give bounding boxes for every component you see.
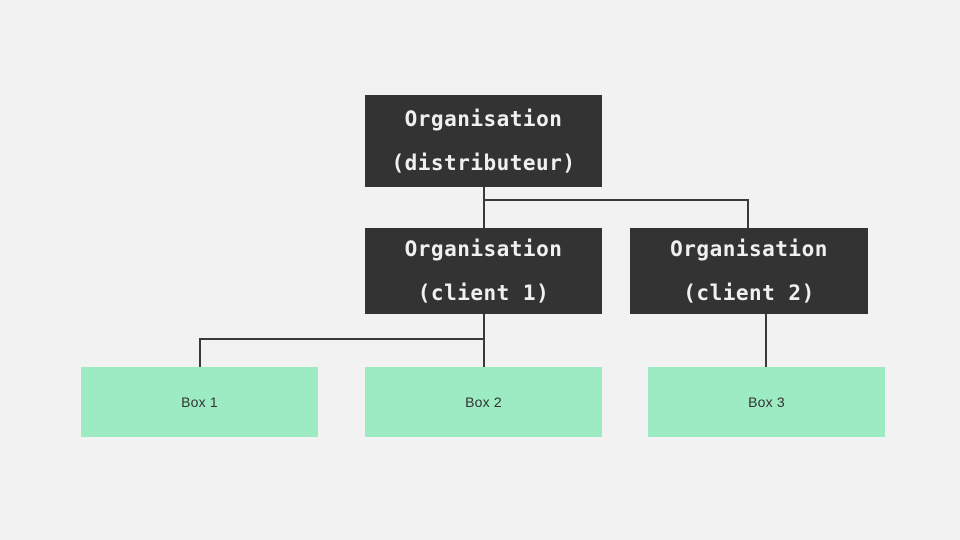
node-organisation-distributeur[interactable]: Organisation (distributeur) [365,95,602,187]
node-box-3[interactable]: Box 3 [648,367,885,437]
node-label: Box 2 [465,394,502,410]
node-organisation-client-2[interactable]: Organisation (client 2) [630,228,868,314]
node-label-line-2: (client 2) [683,280,815,305]
edge-client-1-to-box-1 [199,314,485,367]
node-box-2[interactable]: Box 2 [365,367,602,437]
node-label-line-2: (client 1) [417,280,550,305]
node-label: Box 3 [748,394,785,410]
node-label-line-1: Organisation [670,236,828,261]
node-box-1[interactable]: Box 1 [81,367,318,437]
node-label-line-1: Organisation [404,106,563,131]
edge-distributeur-to-client-2 [483,187,749,228]
node-label-line-2: (distributeur) [391,150,576,175]
node-label: Box 1 [181,394,218,410]
node-organisation-client-1[interactable]: Organisation (client 1) [365,228,602,314]
node-label-line-1: Organisation [404,236,563,261]
